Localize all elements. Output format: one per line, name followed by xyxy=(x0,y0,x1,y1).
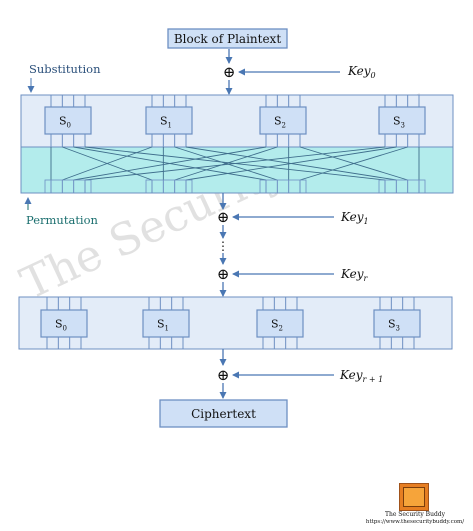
sbox-base: S xyxy=(55,318,63,331)
credit-name: The Security Buddy xyxy=(384,511,446,518)
round-1-sbox-3 xyxy=(378,106,426,135)
final-sbox-2-label: S2 xyxy=(271,318,283,333)
sbox-base: S xyxy=(388,318,396,331)
permutation-wire xyxy=(84,146,386,181)
ciphertext-box xyxy=(159,399,288,428)
final-sbox-1 xyxy=(142,309,190,338)
plaintext-label: Block of Plaintext xyxy=(174,32,281,46)
sbox-sub: 2 xyxy=(282,122,286,130)
key-r-plus-1-sub: r + 1 xyxy=(363,375,384,384)
permutation-output-group xyxy=(145,179,193,194)
round-1-sbox-3-label: S3 xyxy=(393,115,405,130)
xor-icon: ⊕ xyxy=(223,63,236,81)
sbox-sub: 3 xyxy=(396,325,400,333)
permutation-output-group xyxy=(44,179,92,194)
xor-icon: ⊕ xyxy=(217,366,230,384)
key-1-base: Key xyxy=(340,210,364,224)
sbox-base: S xyxy=(160,115,168,128)
permutation-wire xyxy=(299,146,408,181)
sbox-sub: 2 xyxy=(279,325,283,333)
final-sbox-3-label: S3 xyxy=(388,318,400,333)
permutation-output-group xyxy=(378,179,426,194)
final-sbox-0 xyxy=(40,309,88,338)
logo-icon xyxy=(399,483,429,511)
final-sbox-1-label: S1 xyxy=(157,318,169,333)
final-wires xyxy=(46,297,415,349)
sbox-sub: 0 xyxy=(63,325,67,333)
sbox-base: S xyxy=(157,318,165,331)
sbox-sub: 1 xyxy=(168,122,172,130)
key-r-plus-1-label: Keyr + 1 xyxy=(339,368,383,384)
permutation-wire xyxy=(185,146,397,181)
xor-icon: ⊕ xyxy=(217,208,230,226)
round-1-sbox-0 xyxy=(44,106,92,135)
sbox-sub: 3 xyxy=(401,122,405,130)
round-1-sbox-2-label: S2 xyxy=(274,115,286,130)
round-1-permutation-panel xyxy=(20,146,454,194)
ciphertext-label: Ciphertext xyxy=(191,407,256,421)
final-sbox-3 xyxy=(373,309,421,338)
key-r-base: Key xyxy=(340,267,364,281)
final-sbox-2 xyxy=(256,309,304,338)
sbox-base: S xyxy=(271,318,279,331)
sbox-base: S xyxy=(59,115,67,128)
round-1-sbox-0-label: S0 xyxy=(59,115,71,130)
key-r-plus-1-base: Key xyxy=(339,368,363,382)
plaintext-box xyxy=(167,28,288,49)
round-1-sbox-2 xyxy=(259,106,307,135)
round-1-sbox-1-label: S1 xyxy=(160,115,172,130)
permutation-wire xyxy=(174,146,278,181)
permutation-wire xyxy=(62,146,153,181)
key-1-label: Key1 xyxy=(340,210,369,226)
xor-icon: ⊕ xyxy=(217,265,230,283)
key-r-sub: r xyxy=(364,274,369,283)
key-1-sub: 1 xyxy=(364,217,369,226)
sbox-sub: 1 xyxy=(165,325,169,333)
round-1-wires xyxy=(44,95,426,194)
substitution-label: Substitution xyxy=(29,62,101,76)
sbox-base: S xyxy=(393,115,401,128)
key-r-label: Keyr xyxy=(340,267,369,283)
final-sbox-0-label: S0 xyxy=(55,318,67,333)
key-0-base: Key xyxy=(347,64,371,78)
key-0-label: Key0 xyxy=(347,64,376,80)
permutation-wire xyxy=(73,146,267,181)
permutation-output-group xyxy=(259,179,307,194)
sbox-base: S xyxy=(274,115,282,128)
key-0-sub: 0 xyxy=(371,71,376,80)
permutation-label: Permutation xyxy=(26,213,99,227)
ellipsis-icon: ⋮ xyxy=(217,239,229,253)
sbox-sub: 0 xyxy=(67,122,71,130)
round-1-sbox-1 xyxy=(145,106,193,135)
credit-url: https://www.thesecuritybuddy.com/ xyxy=(365,519,465,525)
